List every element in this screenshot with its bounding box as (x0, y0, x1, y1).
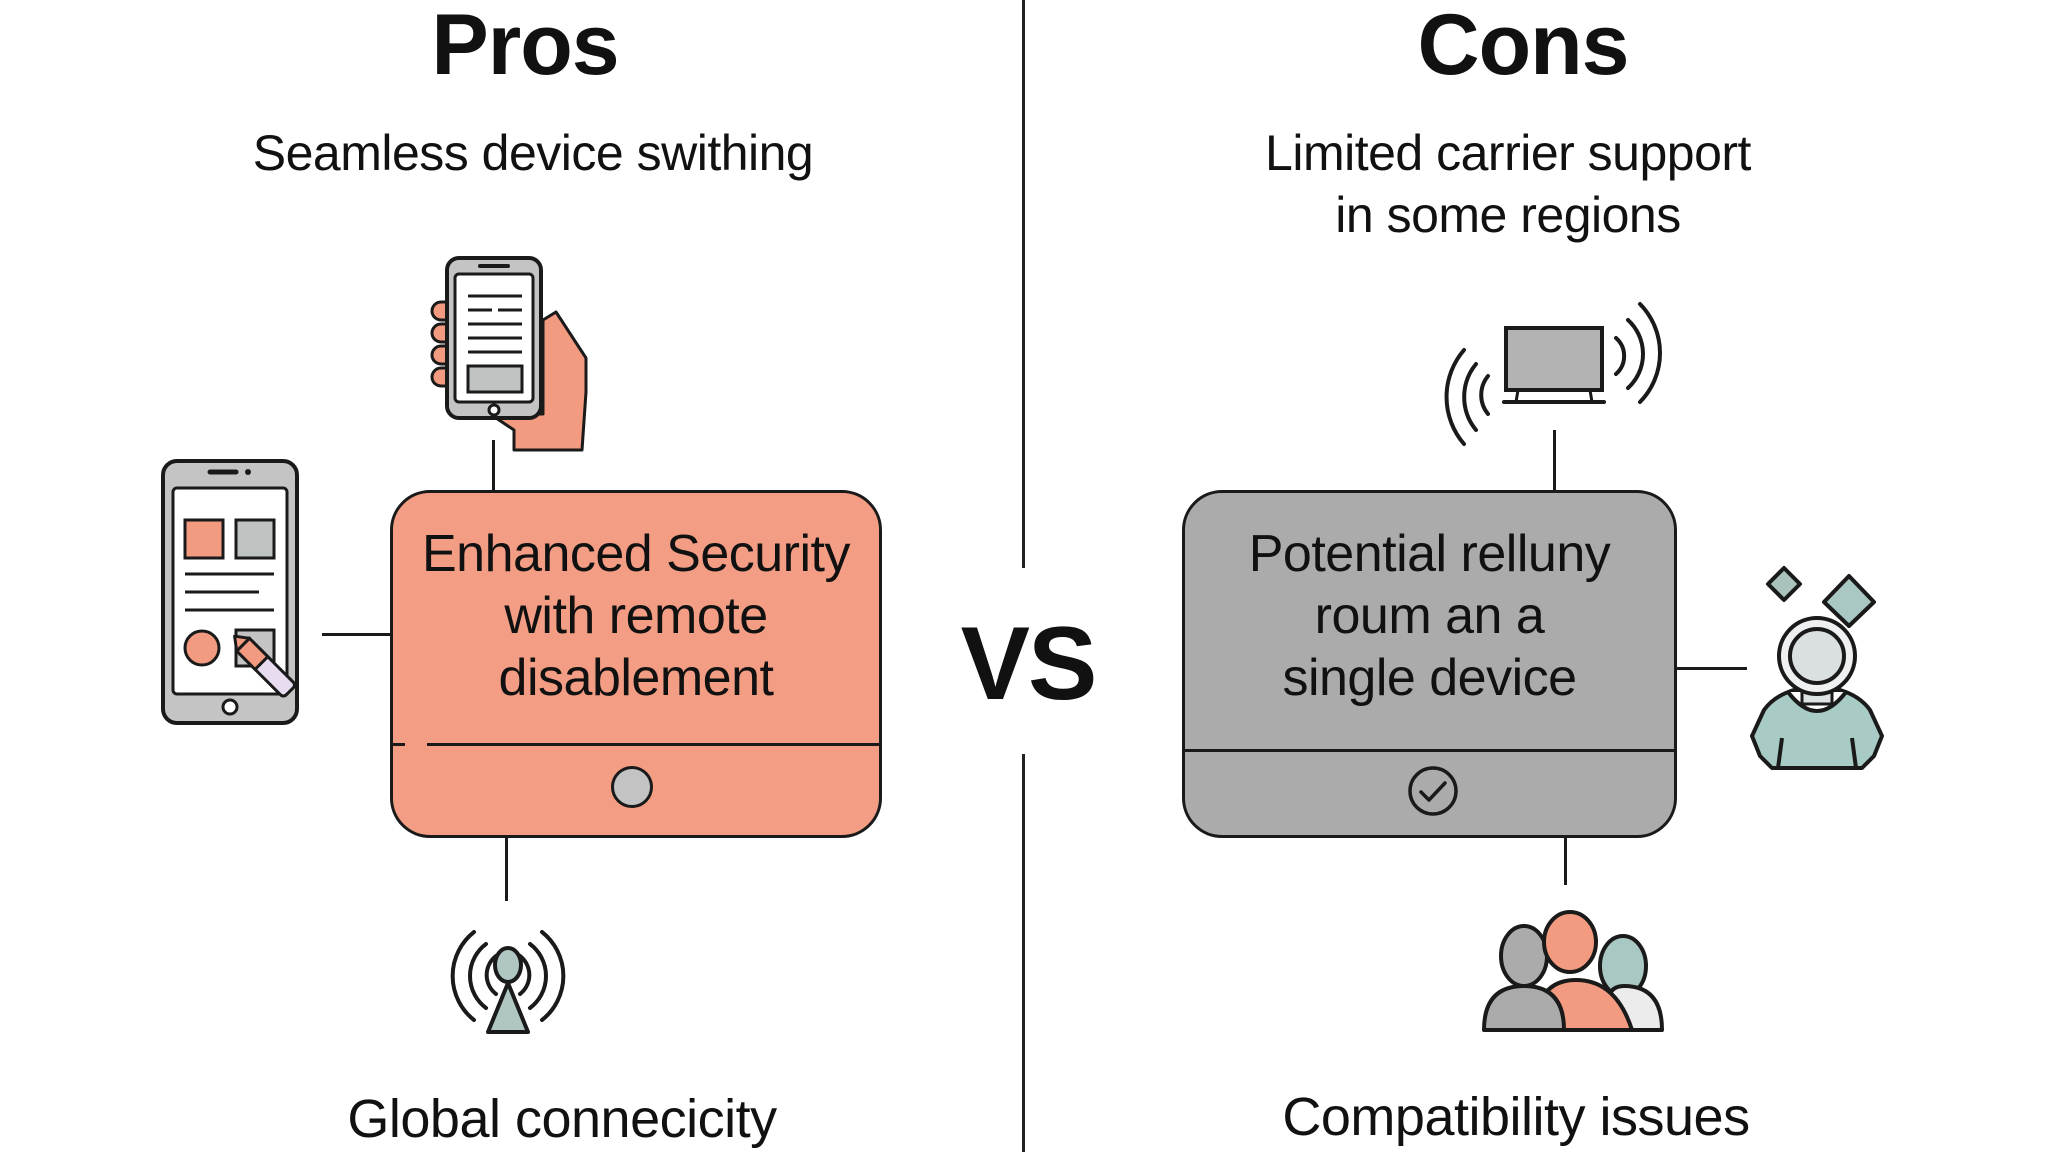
pros-box-text: Enhanced Security with remote disablemen… (393, 523, 879, 709)
cons-center-box: Potential relluny roum an a single devic… (1182, 490, 1677, 838)
check-circle-icon (1408, 766, 1458, 816)
gray-dot-icon (611, 766, 653, 808)
cons-bottom-connector (1564, 837, 1567, 885)
cons-box-text: Potential relluny roum an a single devic… (1185, 523, 1674, 709)
cons-top-connector (1553, 430, 1556, 492)
pros-heading: Pros (431, 0, 619, 93)
pros-left-connector (322, 633, 392, 636)
cons-subtitle-line-2: in some regions (1335, 187, 1681, 243)
pros-box-separator (427, 743, 879, 746)
vs-label: VS (960, 606, 1098, 722)
center-divider-bottom (1022, 754, 1025, 1152)
pros-box-separator-stub (393, 743, 405, 746)
cons-box-line-2: roum an a (1314, 587, 1545, 645)
signal-tower-icon (450, 930, 566, 1034)
pros-box-line-2: with remote (504, 587, 768, 645)
cons-box-line-3: single device (1282, 649, 1577, 707)
cons-bottom-label: Compatibility issues (1282, 1087, 1750, 1147)
pros-box-line-3: disablement (498, 649, 774, 707)
cons-heading: Cons (1417, 0, 1630, 93)
pros-bottom-label: Global connecicity (347, 1089, 777, 1149)
smartphone-app-icon (161, 459, 299, 725)
user-with-diamonds-icon (1750, 566, 1884, 770)
pros-box-line-1: Enhanced Security (422, 525, 851, 583)
wireless-monitor-icon (1444, 302, 1663, 446)
pros-top-connector (492, 440, 495, 492)
pros-bottom-connector (505, 837, 508, 901)
pros-center-box: Enhanced Security with remote disablemen… (390, 490, 882, 838)
cons-box-line-1: Potential relluny (1248, 525, 1611, 583)
user-group-icon (1482, 910, 1664, 1032)
cons-subtitle-line-1: Limited carrier support (1265, 125, 1751, 181)
center-divider-top (1022, 0, 1025, 568)
hand-holding-phone-icon (430, 256, 588, 452)
cons-subtitle: Limited carrier support in some regions (1108, 122, 1908, 246)
pros-subtitle: Seamless device swithing (252, 125, 814, 181)
cons-right-connector (1677, 667, 1747, 670)
cons-box-separator (1185, 749, 1674, 752)
